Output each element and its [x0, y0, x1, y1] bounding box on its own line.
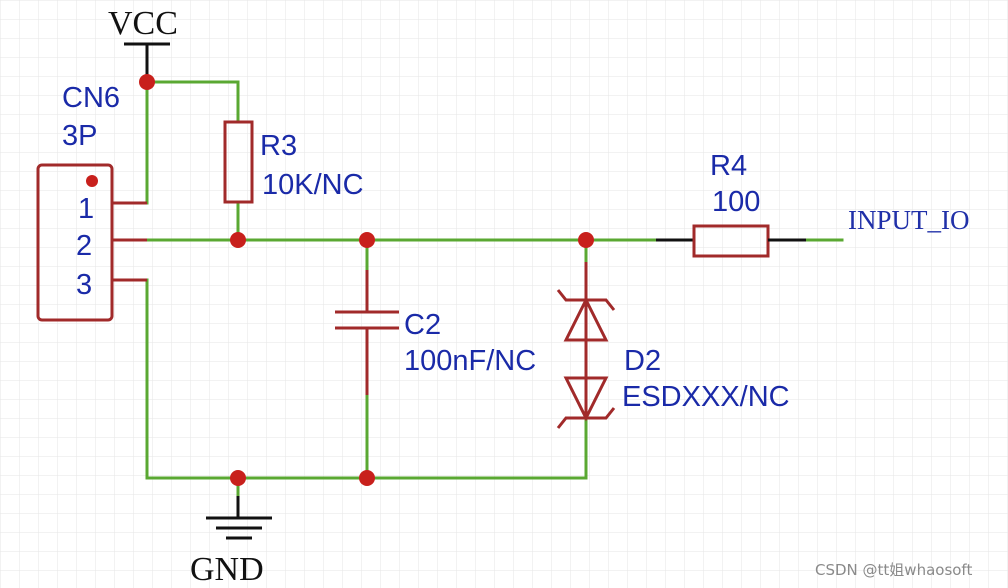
junction-c2-top	[359, 232, 375, 248]
cn6-pin-2: 2	[76, 230, 92, 262]
r3-value: 10K/NC	[262, 169, 364, 201]
vcc-symbol: VCC	[108, 5, 178, 82]
cn6-value: 3P	[62, 120, 97, 152]
junctions	[139, 74, 594, 486]
d2-value: ESDXXX/NC	[622, 381, 790, 413]
cn6-pin-3: 3	[76, 269, 92, 301]
capacitor-c2: C2 100nF/NC	[335, 270, 536, 395]
diode-d2: D2 ESDXXX/NC	[556, 262, 790, 429]
junction-vcc	[139, 74, 155, 90]
watermark: CSDN @tt姐whaosoft	[815, 561, 972, 579]
cn6-ref: CN6	[62, 82, 120, 114]
cn6-pin-1: 1	[78, 193, 94, 225]
vcc-label: VCC	[108, 5, 178, 42]
c2-value: 100nF/NC	[404, 345, 536, 377]
net-label-input-io: INPUT_IO	[848, 205, 970, 235]
junction-gnd	[230, 470, 246, 486]
r4-value: 100	[712, 186, 760, 218]
c2-ref: C2	[404, 309, 441, 341]
r3-ref: R3	[260, 130, 297, 162]
resistor-r4: R4 100	[656, 150, 806, 258]
resistor-r3: R3 10K/NC	[223, 120, 364, 204]
connector-cn6: CN6 3P 1 2 3	[36, 82, 147, 322]
r4-ref: R4	[710, 150, 747, 182]
gnd-label: GND	[190, 551, 264, 588]
d2-ref: D2	[624, 345, 661, 377]
junction-r3	[230, 232, 246, 248]
gnd-symbol: GND	[190, 496, 272, 588]
junction-d2-top	[578, 232, 594, 248]
junction-c2-bottom	[359, 470, 375, 486]
